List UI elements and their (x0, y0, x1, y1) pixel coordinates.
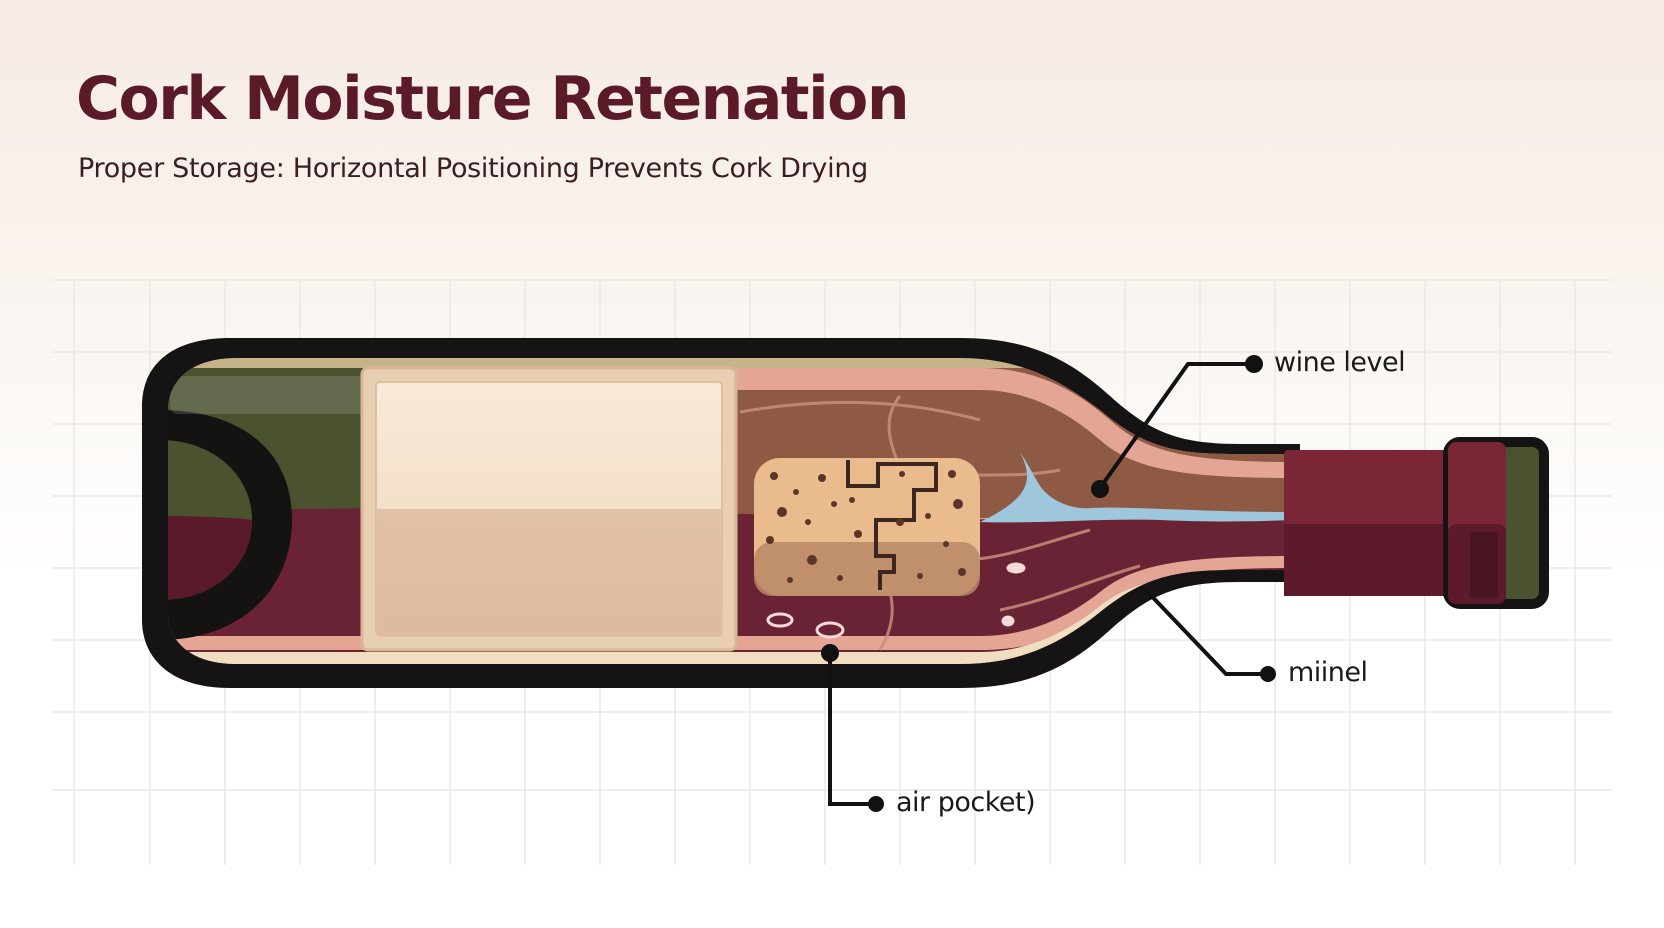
callout-air-pocket-dot-start (821, 644, 839, 662)
callout-wine-level-label: wine level (1274, 347, 1406, 378)
callout-miinel-label: miinel (1288, 657, 1368, 688)
air-bubbles (766, 562, 1026, 639)
callout-wine-level-line (1098, 362, 1254, 490)
cork (754, 458, 980, 596)
bottle-capsule (1284, 437, 1549, 609)
callout-miinel-line (1140, 584, 1268, 676)
callout-wine-level-dot-start (1091, 480, 1109, 498)
diagram-subtitle: Proper Storage: Horizontal Positioning P… (78, 153, 868, 184)
callout-air-pocket-line (828, 652, 876, 806)
callout-air-pocket-label: air pocket) (896, 787, 1036, 818)
callout-air-pocket-dot-end (868, 796, 884, 812)
callout-wine-level-dot-end (1245, 355, 1263, 373)
callout-miinel-dot (1260, 666, 1276, 682)
diagram-title: Cork Moisture Retenation (76, 64, 910, 134)
